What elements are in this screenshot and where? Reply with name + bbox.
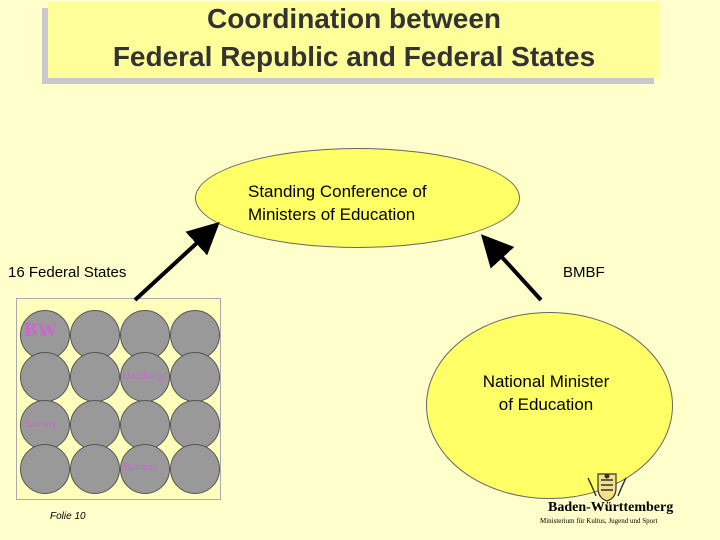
title-line-1: Coordination between (207, 3, 501, 34)
state-circle (70, 352, 120, 402)
state-circle (20, 444, 70, 494)
national-minister-circle (426, 312, 673, 499)
state-circle (170, 352, 220, 402)
national-minister-line-1: National Minister (482, 372, 610, 391)
national-minister-label: National Minister of Education (430, 370, 662, 416)
slide-number: Folie 10 (50, 511, 86, 522)
bmbf-label: BMBF (563, 264, 605, 281)
title-box (48, 2, 660, 78)
conference-line-1: Standing Conference of (248, 182, 427, 201)
state-label-saxony: Saxony (24, 418, 57, 430)
standing-conference-label: Standing Conference of Ministers of Educ… (248, 180, 427, 226)
state-circle-bavaria (120, 444, 170, 494)
slide-title: Coordination between Federal Republic an… (48, 0, 660, 80)
state-circle (70, 444, 120, 494)
title-line-2: Federal Republic and Federal States (112, 41, 596, 72)
state-circle (170, 310, 220, 360)
coat-of-arms-logo (587, 473, 627, 502)
state-circle (170, 444, 220, 494)
standing-conference-ellipse (195, 148, 520, 248)
org-name: Baden-Württemberg (548, 500, 674, 515)
state-circle-saxony (20, 400, 70, 450)
state-circle-bw (20, 310, 70, 360)
federal-states-label: 16 Federal States (8, 264, 127, 281)
state-circle (120, 400, 170, 450)
ministry-name: Ministerium für Kultus, Jugend und Sport (540, 517, 658, 525)
state-circle (170, 400, 220, 450)
state-circle (120, 310, 170, 360)
conference-line-2: Ministers of Education (248, 205, 416, 224)
state-circle (70, 400, 120, 450)
national-minister-line-2: of Education (498, 395, 594, 414)
state-label-hamburg: Hamburg (122, 370, 164, 382)
state-label-bavaria: Bavaria (123, 461, 158, 473)
state-circle-hamburg (120, 352, 170, 402)
state-circle (20, 352, 70, 402)
state-label-bw: BW (24, 319, 58, 341)
state-circle (70, 310, 120, 360)
states-to-conference-arrow (133, 221, 220, 302)
bmbf-to-conference-arrow (480, 234, 543, 302)
